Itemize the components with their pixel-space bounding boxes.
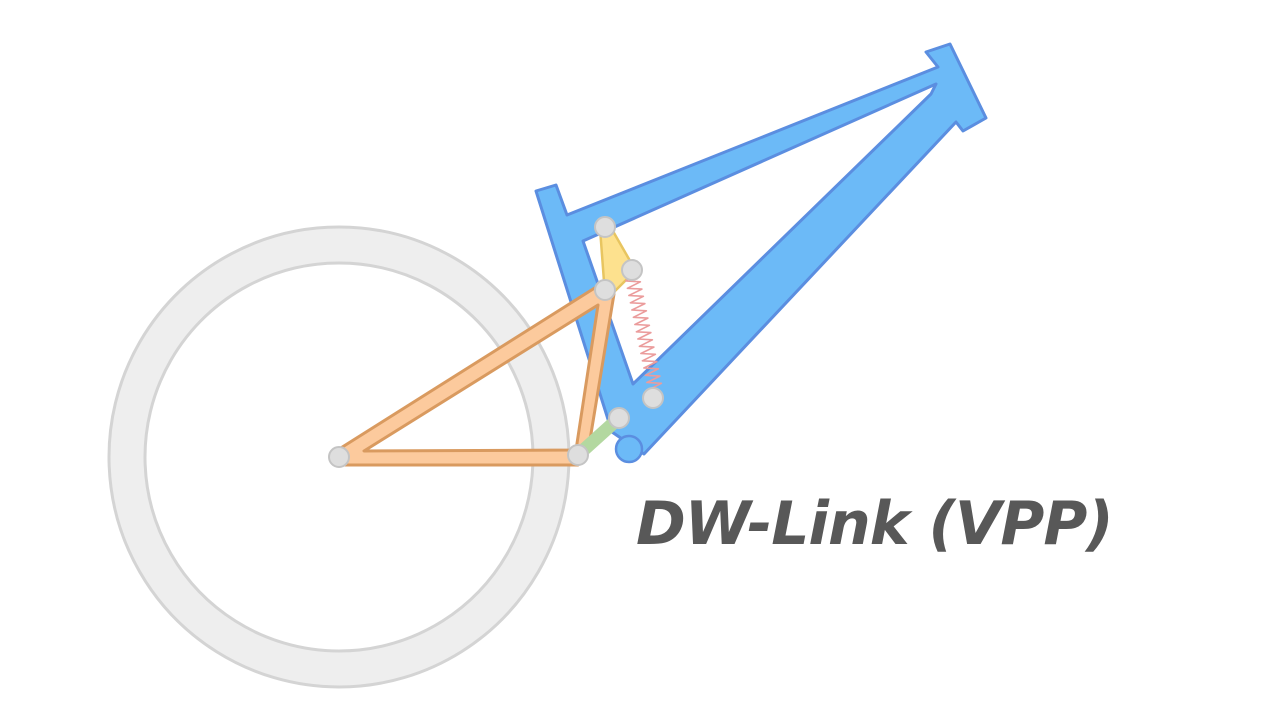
rear-wheel <box>107 225 571 689</box>
pivot-rocker-frame <box>594 216 616 238</box>
pivot-seatstay-top <box>594 279 616 301</box>
diagram-title: DW-Link (VPP) <box>636 489 1114 559</box>
shock-spring <box>625 275 663 393</box>
pivot-lower-link-rear <box>567 444 589 466</box>
pivot-lower-link-front <box>608 407 630 429</box>
bottom-bracket <box>614 434 644 464</box>
pivot-rear-axle <box>328 446 350 468</box>
pivot-shock-lower <box>642 387 664 409</box>
main-frame <box>534 42 988 464</box>
pivots <box>328 216 664 468</box>
pivot-rocker-shock <box>621 259 643 281</box>
